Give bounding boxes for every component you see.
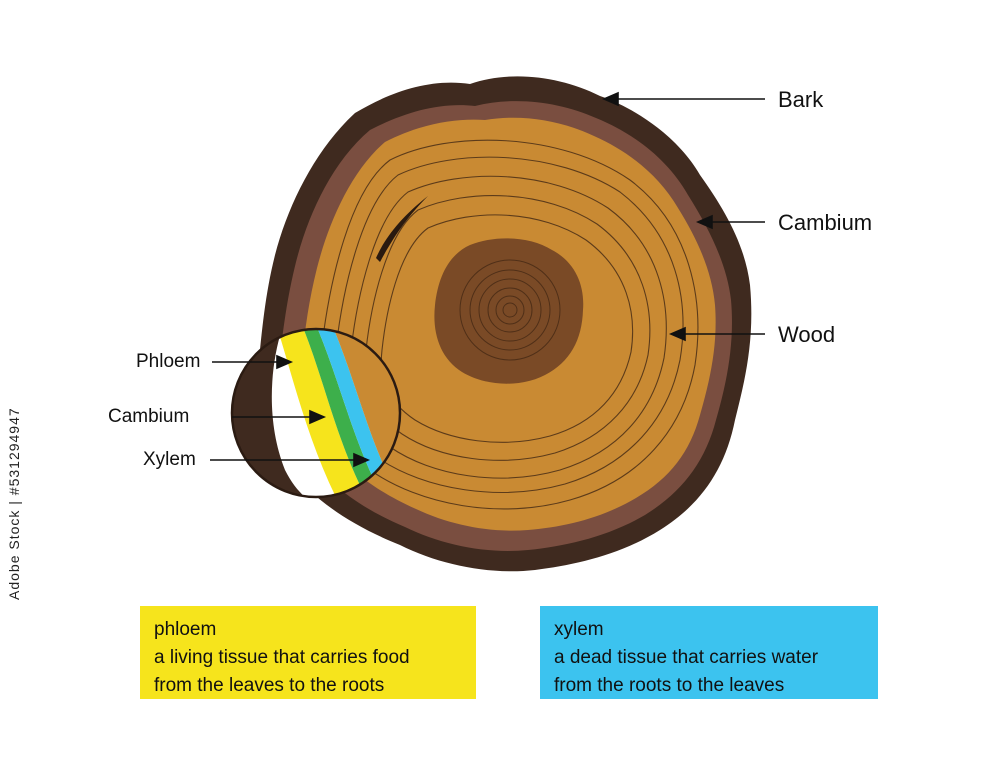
- phloem-desc-line2: from the leaves to the roots: [154, 675, 385, 696]
- phloem-info-box: phloem a living tissue that carries food…: [140, 606, 476, 699]
- label-cambium-detail: Cambium: [108, 406, 190, 427]
- label-wood: Wood: [778, 322, 836, 347]
- xylem-desc-line1: a dead tissue that carries water: [554, 647, 819, 668]
- heartwood-rings: [459, 259, 561, 361]
- label-arrows: [210, 91, 765, 468]
- stock-watermark: Adobe Stock | #531294947: [6, 407, 22, 600]
- label-xylem: Xylem: [143, 449, 196, 470]
- xylem-term: xylem: [554, 619, 604, 640]
- xylem-desc-line2: from the roots to the leaves: [554, 675, 785, 696]
- label-phloem: Phloem: [136, 351, 201, 372]
- xylem-band: [314, 329, 398, 497]
- phloem-term: phloem: [154, 619, 217, 640]
- label-bark: Bark: [778, 87, 824, 112]
- phloem-box-bg: [140, 606, 476, 699]
- phloem-desc-line1: a living tissue that carries food: [154, 647, 410, 668]
- xylem-box-bg: [540, 606, 878, 699]
- wood-crack: [376, 196, 428, 262]
- xylem-info-box: xylem a dead tissue that carries water f…: [540, 606, 878, 699]
- label-cambium-outer: Cambium: [778, 210, 873, 235]
